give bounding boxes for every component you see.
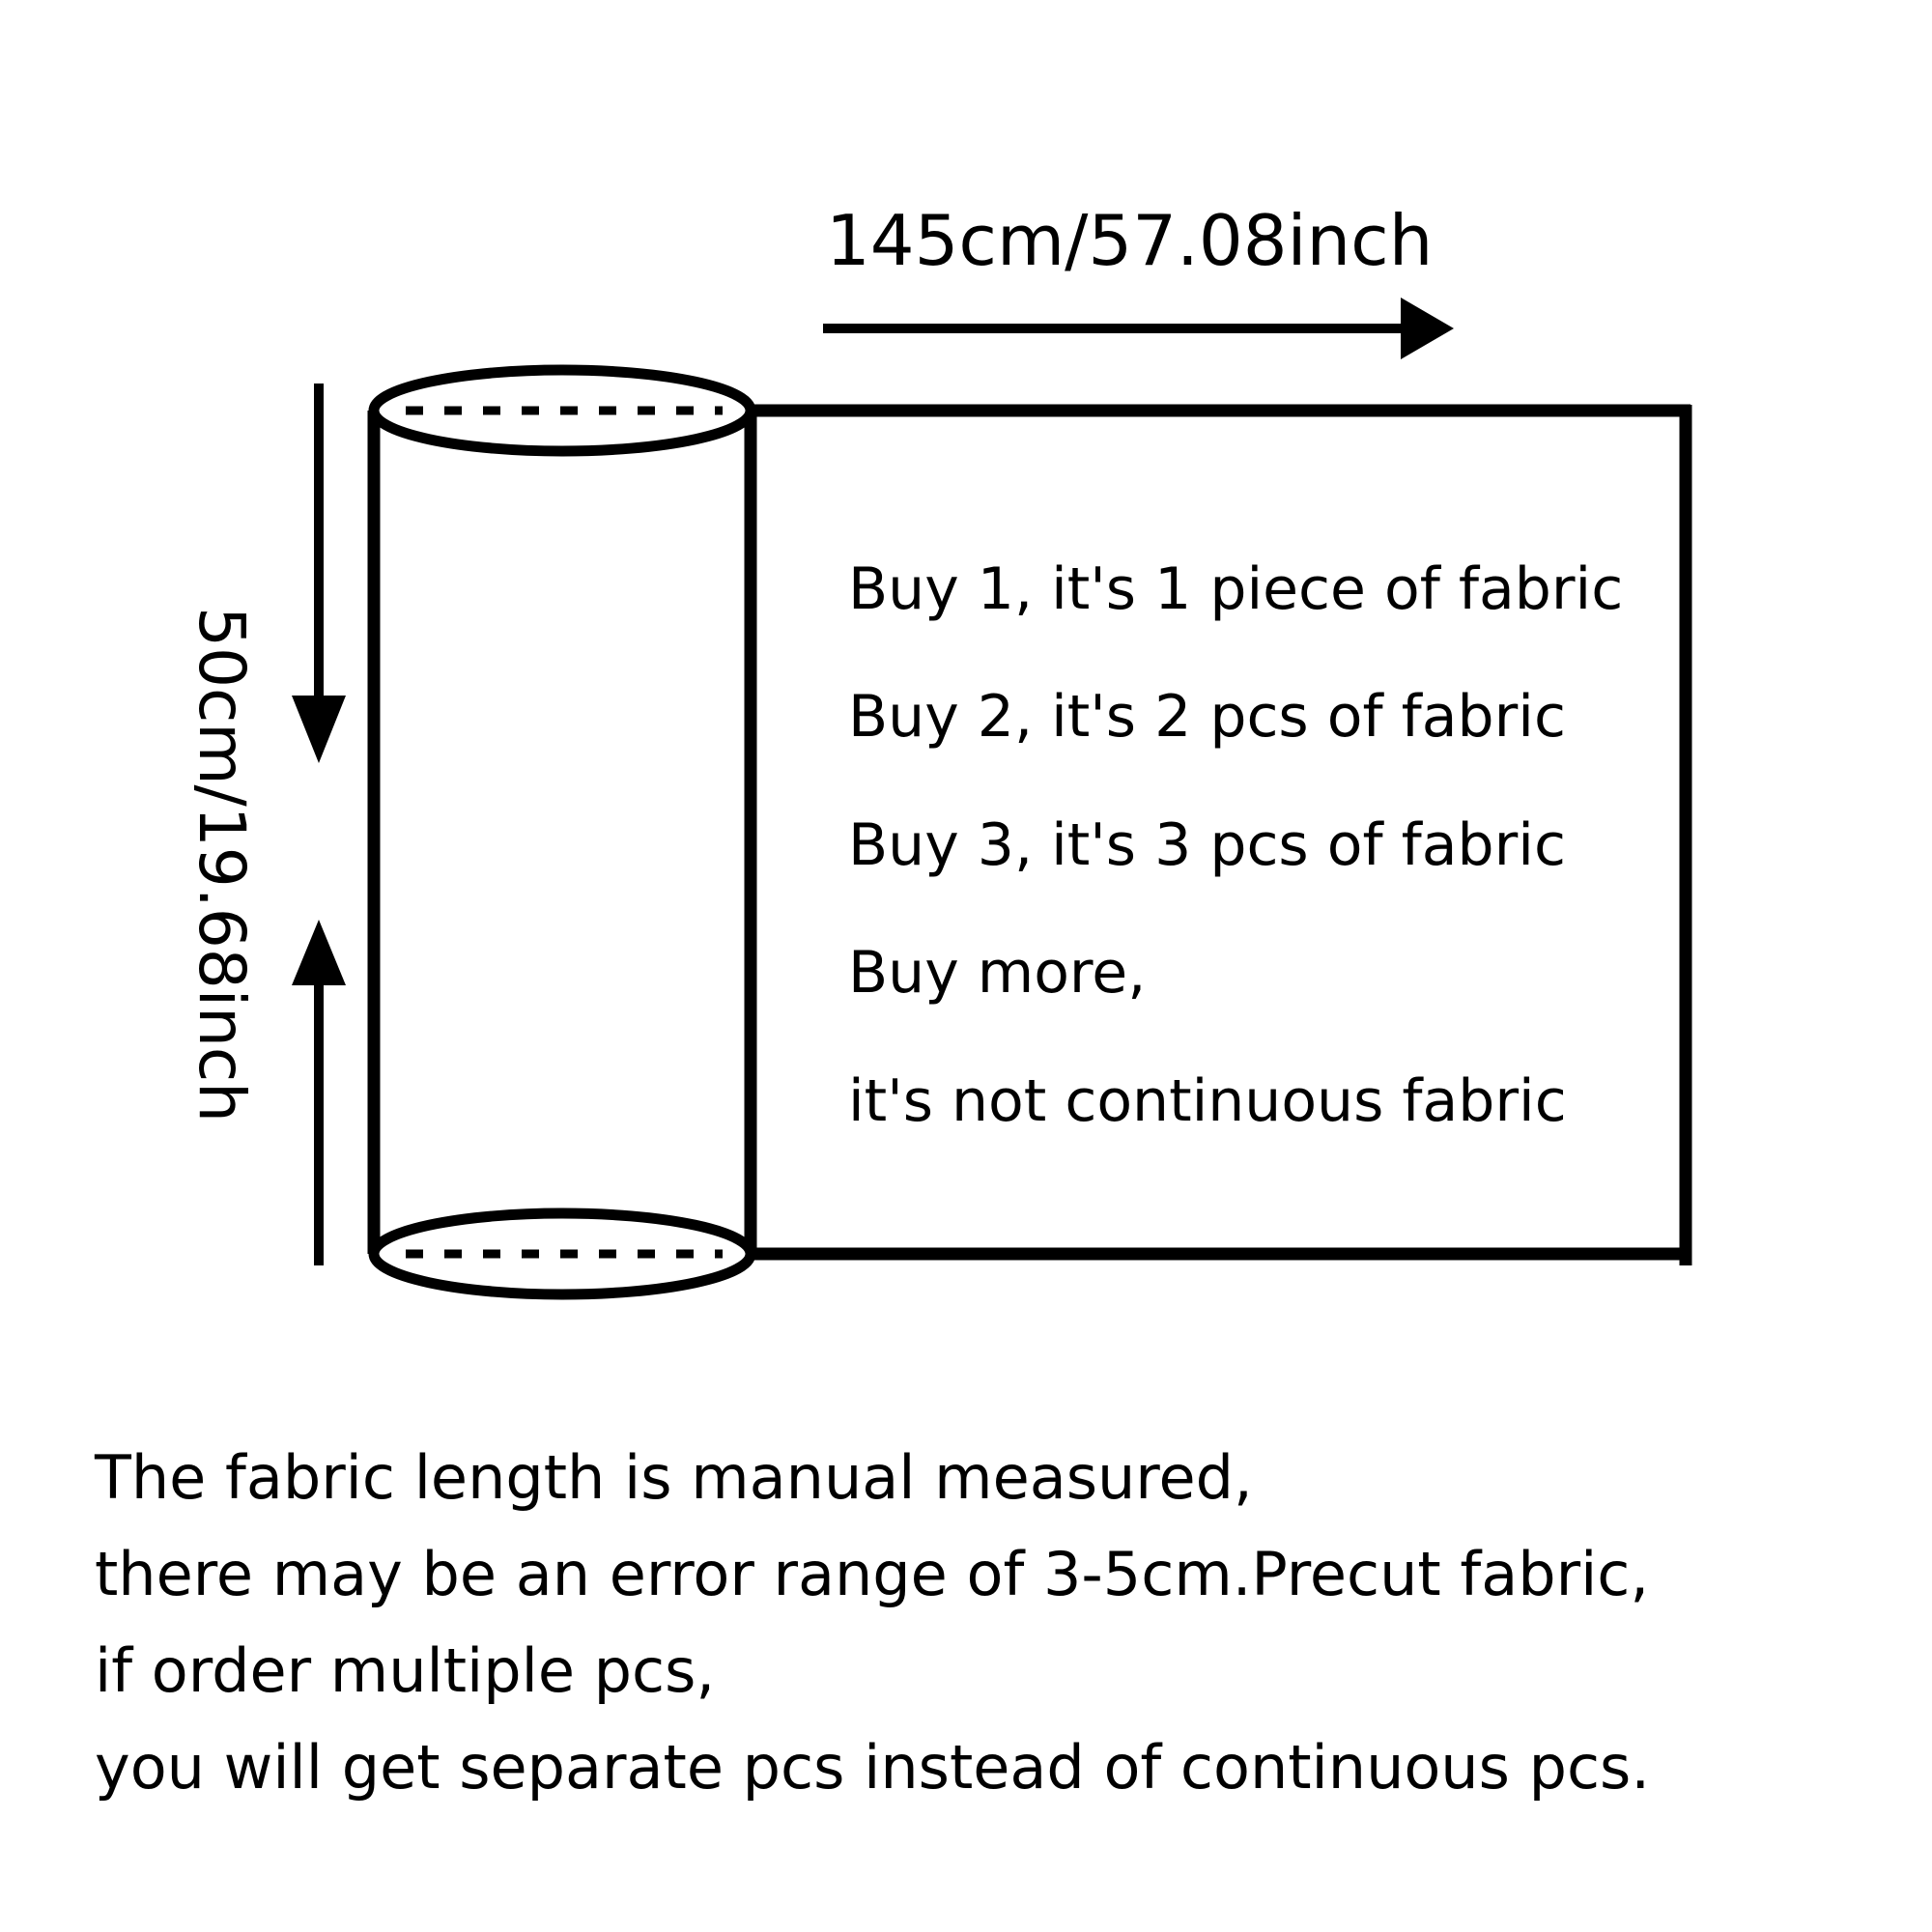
purchase-info-line: Buy more, [848,939,1146,1007]
note-line: there may be an error range of 3-5cm.Pre… [95,1539,1650,1609]
fabric-roll [367,364,757,1300]
measurement-notes: The fabric length is manual measured, th… [95,1430,1891,1816]
note-line: if order multiple pcs, [95,1635,716,1706]
purchase-info-line: it's not continuous fabric [848,1067,1567,1135]
purchase-info-line: Buy 1, it's 1 piece of fabric [848,555,1623,623]
height-arrow-down-icon [292,384,346,763]
width-dimension-label: 145cm/57.08inch [826,200,1433,281]
width-arrow-icon [823,298,1454,359]
fabric-sheet [749,404,1692,1265]
purchase-info-line: Buy 3, it's 3 pcs of fabric [848,811,1566,879]
note-line: you will get separate pcs instead of con… [95,1732,1651,1803]
height-arrow-up-icon [292,920,346,1265]
height-dimension-label: 50cm/19.68inch [185,607,259,1122]
note-line: The fabric length is manual measured, [95,1442,1253,1513]
purchase-info-line: Buy 2, it's 2 pcs of fabric [848,683,1566,751]
